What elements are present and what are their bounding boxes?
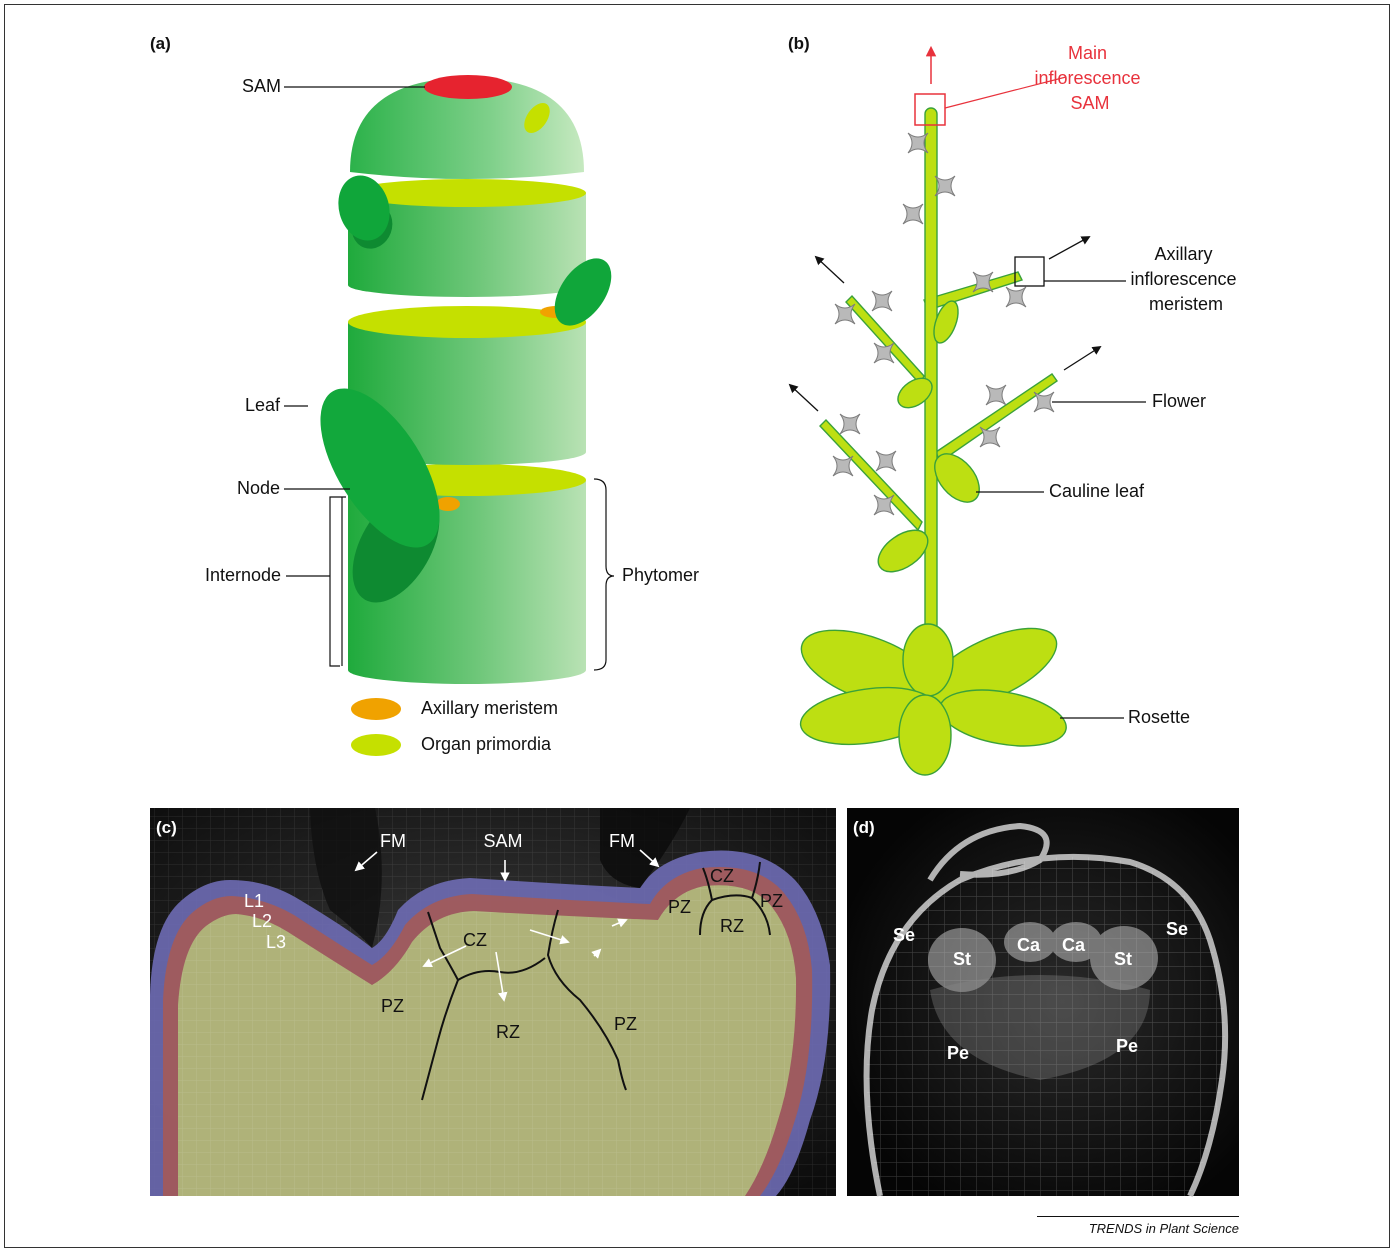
flower xyxy=(903,204,923,224)
flower xyxy=(833,456,853,476)
flower xyxy=(874,343,894,363)
growth-arrow xyxy=(1049,237,1089,259)
label-cz-center: CZ xyxy=(463,930,487,950)
legend-axillary-meristem: Axillary meristem xyxy=(421,698,558,718)
label-pz-fm-right: PZ xyxy=(760,891,783,911)
rosette xyxy=(792,612,1071,775)
panel-d: (d) Se Se St St Ca Ca Pe Pe xyxy=(847,808,1239,1196)
axillary-line-3: meristem xyxy=(1149,294,1223,314)
label-l1: L1 xyxy=(244,891,264,911)
label-se-left: Se xyxy=(893,925,915,945)
label-rosette: Rosette xyxy=(1128,707,1190,727)
legend-swatch-primordia xyxy=(351,734,401,756)
main-sam-line-2: inflorescence xyxy=(1034,68,1140,88)
label-leaf: Leaf xyxy=(245,395,281,415)
flower xyxy=(840,414,860,434)
label-l3: L3 xyxy=(266,932,286,952)
label-pz-left: PZ xyxy=(381,996,404,1016)
flower xyxy=(872,291,892,311)
growth-arrow xyxy=(790,385,818,411)
flower xyxy=(835,304,855,324)
label-sam: SAM xyxy=(483,831,522,851)
label-rz-center: RZ xyxy=(496,1022,520,1042)
label-se-right: Se xyxy=(1166,919,1188,939)
flower xyxy=(874,495,894,515)
main-sam-line-3: SAM xyxy=(1070,93,1109,113)
panel-b-label: (b) xyxy=(788,34,810,53)
label-internode: Internode xyxy=(205,565,281,585)
axillary-line-1: Axillary xyxy=(1154,244,1212,264)
label-st-right: St xyxy=(1114,949,1132,969)
label-cauline-leaf: Cauline leaf xyxy=(1049,481,1145,501)
label-l2: L2 xyxy=(252,911,272,931)
flower xyxy=(935,176,955,196)
flower xyxy=(876,451,896,471)
flower xyxy=(1006,287,1026,307)
panel-b: (b) xyxy=(788,34,1242,775)
sam-dome xyxy=(350,75,584,179)
growth-arrow xyxy=(1064,347,1100,370)
label-node: Node xyxy=(237,478,280,498)
label-rz-fm: RZ xyxy=(720,916,744,936)
label-phytomer: Phytomer xyxy=(622,565,699,585)
label-pz-fm-left: PZ xyxy=(668,897,691,917)
legend-organ-primordia: Organ primordia xyxy=(421,734,552,754)
main-stem xyxy=(925,108,937,702)
label-flower: Flower xyxy=(1152,391,1206,411)
label-pz-right: PZ xyxy=(614,1014,637,1034)
label-cz-fm: CZ xyxy=(710,866,734,886)
journal-credit: TRENDS in Plant Science xyxy=(1037,1216,1239,1236)
legend: Axillary meristem Organ primordia xyxy=(351,698,558,756)
flower xyxy=(986,385,1006,405)
label-ca-left: Ca xyxy=(1017,935,1041,955)
axillary-meristem-node xyxy=(436,497,460,511)
legend-swatch-axillary xyxy=(351,698,401,720)
panel-a: (a) xyxy=(150,34,699,756)
label-sam: SAM xyxy=(242,76,281,96)
label-pe-right: Pe xyxy=(1116,1036,1138,1056)
flower xyxy=(980,427,1000,447)
main-sam-line-1: Main xyxy=(1068,43,1107,63)
axillary-meristem-box xyxy=(1015,257,1044,286)
panel-c: (c) FM SAM FM L1 L2 L3 CZ PZ RZ PZ CZ PZ… xyxy=(150,808,836,1196)
label-main-inflorescence-sam: Main inflorescence SAM xyxy=(1034,43,1145,113)
sam-region xyxy=(424,75,512,99)
label-axillary-inflorescence-meristem: Axillary inflorescence meristem xyxy=(1130,244,1241,314)
label-pe-left: Pe xyxy=(947,1043,969,1063)
panel-d-label: (d) xyxy=(853,818,875,837)
panel-c-label: (c) xyxy=(156,818,177,837)
growth-arrow xyxy=(816,257,844,283)
plant-branches xyxy=(820,272,1057,530)
label-fm-right: FM xyxy=(609,831,635,851)
axillary-line-2: inflorescence xyxy=(1130,269,1236,289)
label-fm-left: FM xyxy=(380,831,406,851)
panel-a-label: (a) xyxy=(150,34,171,53)
flower xyxy=(1034,392,1054,412)
label-ca-right: Ca xyxy=(1062,935,1086,955)
label-st-left: St xyxy=(953,949,971,969)
